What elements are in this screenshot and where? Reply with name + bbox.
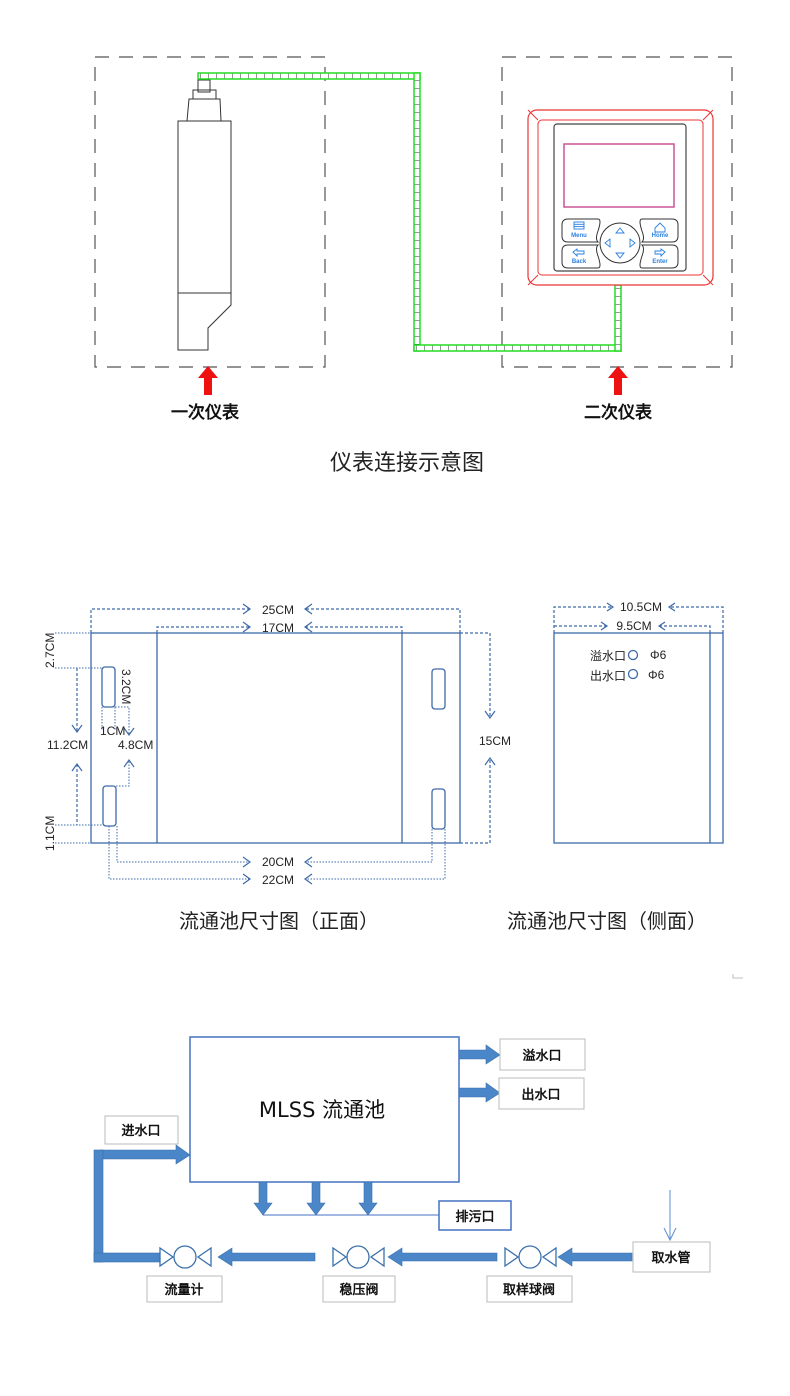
flowmeter-valve-icon <box>159 1245 212 1269</box>
flow-cell-label: MLSS 流通池 <box>259 1098 385 1122</box>
dim-total-width: 25CM <box>262 603 294 617</box>
outlet-label: 出水口 <box>521 1087 560 1103</box>
dim-hole-length: 3.2CM <box>119 669 133 704</box>
flow-cell-side-view: 10.5CM 9.5CM 溢水口 Φ6 出水口 Φ6 <box>553 600 724 844</box>
dim-side-outer-width: 10.5CM <box>620 600 662 614</box>
back-icon <box>572 248 585 258</box>
mount-hole <box>431 788 446 830</box>
overflow-box: 溢水口 <box>499 1038 586 1071</box>
dim-height: 15CM <box>479 734 511 748</box>
drain-arrow-icon <box>253 1181 273 1216</box>
dpad <box>599 222 641 264</box>
overflow-port-icon <box>627 649 639 661</box>
page-corner-mark <box>732 974 743 979</box>
drain-box: 排污口 <box>438 1200 512 1231</box>
sampling-valve-box: 取样球阀 <box>486 1275 573 1303</box>
outlet-port-icon <box>627 668 639 680</box>
pipe-arrow-icon <box>217 1247 316 1267</box>
inlet-label: 进水口 <box>121 1123 160 1139</box>
menu-icon <box>573 221 585 230</box>
regulator-label: 稳压阀 <box>339 1282 378 1298</box>
left-arrow-icon <box>604 238 611 248</box>
sensor-probe <box>177 79 232 351</box>
outlet-port-label: 出水口 <box>590 669 626 683</box>
intake-label: 取水管 <box>651 1250 690 1266</box>
primary-instrument-frame <box>94 56 326 368</box>
secondary-instrument-frame <box>501 56 733 368</box>
regulator-box: 稳压阀 <box>322 1275 396 1303</box>
home-icon <box>654 222 666 233</box>
mount-hole <box>101 666 116 708</box>
inlet-arrow-icon <box>99 1144 191 1165</box>
right-arrow-icon <box>629 238 636 248</box>
enter-icon <box>654 248 666 258</box>
mount-hole <box>102 785 117 827</box>
flow-cell-front-view: 25CM 17CM 20CM 22CM 15CM 11.2CM 1CM 4.8C… <box>43 603 511 887</box>
dim-inner-width: 17CM <box>262 621 294 635</box>
pipe-arrow-icon <box>557 1247 633 1267</box>
back-button-label: Back <box>572 259 587 265</box>
up-arrow-icon <box>615 227 625 234</box>
enter-button-label: Enter <box>652 259 668 265</box>
inlet-pipe <box>93 1149 104 1263</box>
dim-top-offset: 2.7CM <box>43 633 57 668</box>
primary-pointer-arrow-icon <box>198 366 218 395</box>
down-arrow-icon <box>615 252 625 259</box>
home-button-label: Home <box>652 233 669 239</box>
outlet-box: 出水口 <box>498 1077 585 1110</box>
outlet-port-size: Φ6 <box>648 668 665 682</box>
front-view-caption: 流通池尺寸图（正面） <box>179 909 379 933</box>
outlet-arrow-icon <box>458 1082 501 1103</box>
home-button <box>639 218 679 243</box>
dim-hole-gap: 4.8CM <box>118 738 153 752</box>
regulator-valve-icon <box>332 1245 385 1269</box>
intake-arrow-icon <box>663 1227 677 1242</box>
inlet-box: 进水口 <box>104 1115 179 1145</box>
drain-label: 排污口 <box>455 1209 494 1225</box>
secondary-pointer-arrow-icon <box>608 366 628 395</box>
dim-bottom-offset: 1.1CM <box>43 816 57 851</box>
secondary-instrument-label: 二次仪表 <box>584 402 653 423</box>
sampling-valve-label: 取样球阀 <box>503 1282 555 1298</box>
overflow-label: 溢水口 <box>522 1048 561 1064</box>
connection-diagram-caption: 仪表连接示意图 <box>330 451 484 476</box>
dim-side-inner-width: 9.5CM <box>616 619 651 633</box>
drain-arrow-icon <box>358 1181 378 1216</box>
mount-hole <box>431 668 446 710</box>
instrument-connection-diagram: Menu Home Back Enter 一次仪表 二次仪表 仪表连接示意图 <box>94 56 733 476</box>
overflow-port-label: 溢水口 <box>590 649 626 663</box>
overflow-arrow-icon <box>458 1044 501 1065</box>
overflow-port-size: Φ6 <box>650 648 667 662</box>
flow-schematic: MLSS 流通池 <box>93 1036 711 1303</box>
menu-button-label: Menu <box>571 233 587 239</box>
back-button <box>561 244 601 269</box>
controller-screen <box>563 143 675 208</box>
intake-box: 取水管 <box>632 1241 711 1273</box>
dim-hole-span-inner: 20CM <box>262 855 294 869</box>
dim-hole-vertical-span: 11.2CM <box>47 738 88 752</box>
flow-cell-box <box>189 1036 460 1183</box>
signal-cable <box>197 72 622 352</box>
menu-button <box>561 218 601 243</box>
dim-hole-width: 1CM <box>100 724 125 738</box>
drain-arrow-icon <box>306 1181 326 1216</box>
sampling-valve-icon <box>504 1245 557 1269</box>
controller-unit: Menu Home Back Enter <box>527 109 714 286</box>
dim-hole-span-outer: 22CM <box>262 873 294 887</box>
enter-button <box>639 244 679 269</box>
flowmeter-label: 流量计 <box>164 1282 203 1298</box>
side-view-caption: 流通池尺寸图（侧面） <box>507 909 707 933</box>
pipe-arrow-icon <box>387 1247 498 1267</box>
flowmeter-box: 流量计 <box>146 1275 223 1303</box>
primary-instrument-label: 一次仪表 <box>171 402 240 423</box>
